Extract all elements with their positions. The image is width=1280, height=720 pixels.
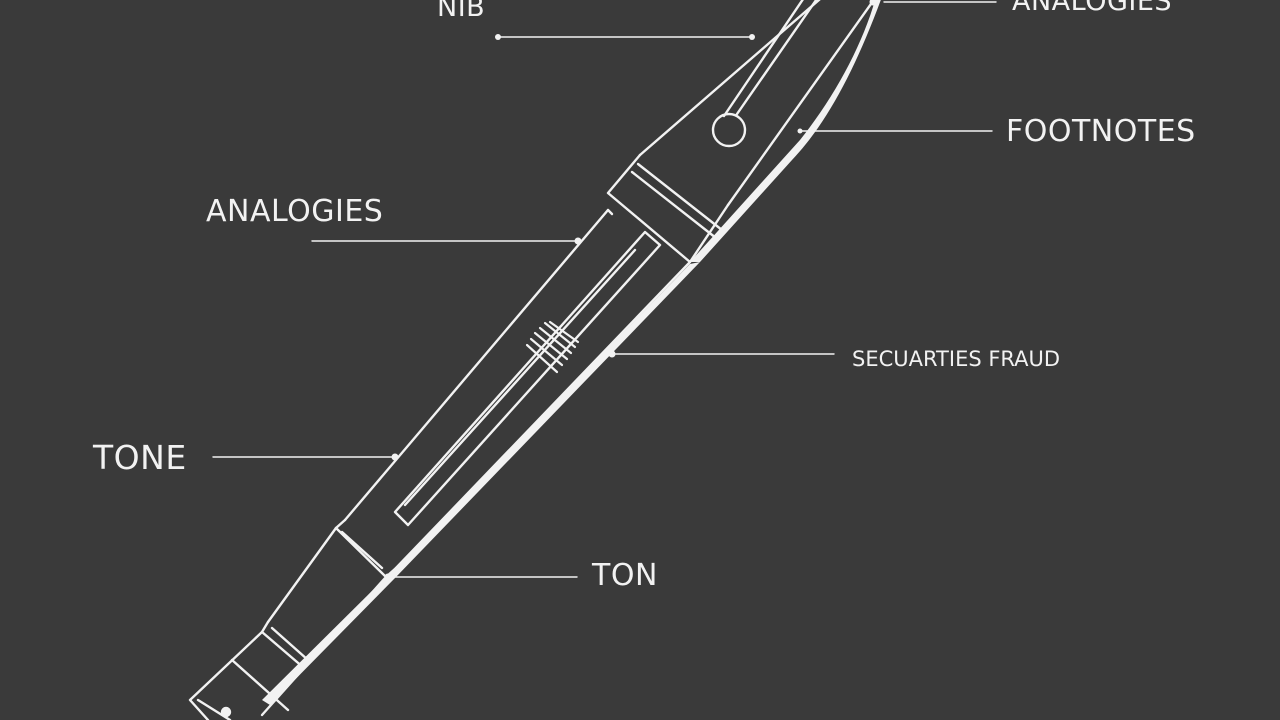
leader-lines [212,1,997,578]
pen-barrel [343,208,692,570]
label-nib: NIB [437,0,486,23]
label-analogies-top: ANALOGIES [1012,0,1173,17]
pen-section [260,518,398,670]
pen-nib [188,630,306,720]
pen-converter-grip [525,320,580,374]
label-footnotes: FOOTNOTES [1006,114,1196,149]
label-ton: TON [592,558,658,593]
pen-clip [711,0,818,148]
leader-dots [384,0,877,581]
label-securities-fraud: SECUARTIES FRAUD [852,347,1061,371]
label-analogies: ANALOGIES [206,194,384,229]
pen-sheen [262,0,881,705]
pen-ink-window [393,230,662,527]
label-tone: TONE [93,438,187,477]
